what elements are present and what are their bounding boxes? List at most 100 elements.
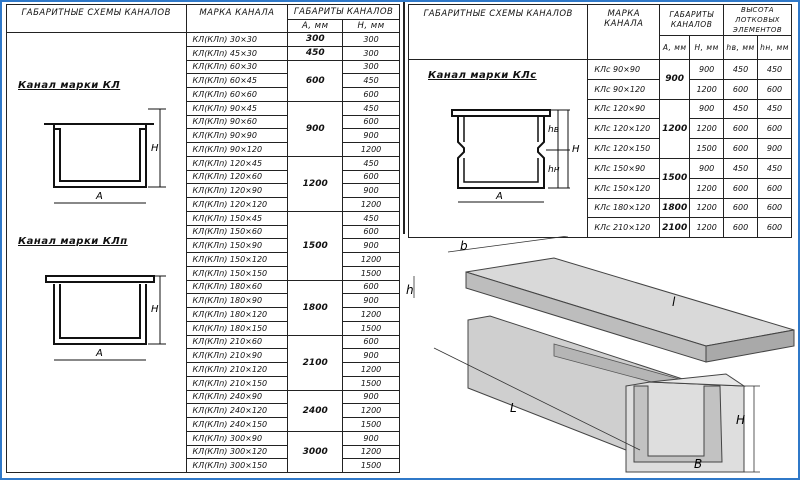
left-header-a: А, мм — [287, 19, 344, 33]
dim-hv-klc: hв — [548, 125, 559, 135]
table-row: КЛ(КЛп) 120×120 1200 — [7, 197, 400, 212]
left-a-cell: 300 — [287, 32, 344, 47]
left-h-cell: 600 — [342, 334, 400, 350]
right-header-h: Н, мм — [689, 35, 725, 60]
label-channel-klp: Канал марки КЛп — [18, 236, 128, 247]
right-mark-cell: КЛс 180×120 — [587, 197, 661, 219]
right-mark-cell: КЛс 90×120 — [587, 78, 661, 100]
left-mark-cell: КЛ(КЛп) 150×90 — [185, 238, 289, 253]
left-a-cell: 2100 — [287, 334, 344, 391]
scheme-klc-drawing: hв hн Н А — [451, 109, 580, 203]
table-row: КЛ(КЛп) 150×60 600 — [7, 224, 400, 240]
dim-b-label: b — [460, 239, 468, 253]
left-h-cell: 1200 — [342, 307, 400, 322]
left-h-cell: 900 — [342, 348, 400, 363]
right-hv-cell: 600 — [723, 197, 759, 219]
left-mark-cell: КЛ(КЛп) 300×90 — [185, 430, 289, 446]
left-h-cell: 1200 — [342, 362, 400, 377]
dim-a-klp: А — [95, 348, 103, 359]
left-header-h: Н, мм — [342, 19, 400, 33]
left-h-cell: 450 — [342, 73, 400, 88]
label-channel-klc: Канал марки КЛс — [428, 70, 537, 81]
left-mark-cell: КЛ(КЛп) 90×90 — [185, 128, 289, 143]
right-a-cell: 1200 — [659, 98, 691, 159]
left-h-cell: 1500 — [342, 417, 400, 432]
left-h-cell: 900 — [342, 430, 400, 446]
right-header-a: А, мм — [659, 35, 691, 60]
dim-h-label: h — [406, 283, 414, 297]
right-hn-cell: 600 — [757, 177, 792, 199]
left-h-cell: 900 — [342, 293, 400, 308]
left-mark-cell: КЛ(КЛп) 150×60 — [185, 224, 289, 240]
left-mark-cell: КЛ(КЛп) 90×45 — [185, 100, 289, 116]
left-mark-cell: КЛ(КЛп) 120×120 — [185, 197, 289, 212]
dim-l-bottom-label: L — [510, 401, 517, 415]
right-h-cell: 900 — [689, 157, 725, 179]
right-mark-cell: КЛс 210×120 — [587, 217, 661, 239]
label-channel-kl: Канал марки КЛ — [18, 80, 121, 91]
left-mark-cell: КЛ(КЛп) 240×90 — [185, 389, 289, 405]
right-header-hn: hн, мм — [757, 35, 792, 60]
right-header-hv: hв, мм — [723, 35, 759, 60]
left-h-cell: 600 — [342, 224, 400, 240]
left-mark-cell: КЛ(КЛп) 210×150 — [185, 375, 289, 391]
left-mark-cell: КЛ(КЛп) 300×120 — [185, 444, 289, 460]
left-a-cell: 900 — [287, 100, 344, 157]
right-a-cell: 1800 — [659, 197, 691, 219]
right-a-cell: 1500 — [659, 157, 691, 199]
right-hn-cell: 600 — [757, 197, 792, 219]
left-mark-cell: КЛ(КЛп) 300×150 — [185, 458, 289, 473]
dim-l-top-label: l — [672, 295, 676, 309]
dim-B-label: B — [694, 457, 702, 471]
left-mark-cell: КЛ(КЛп) 150×120 — [185, 252, 289, 267]
channel-3d-drawing: b h l L H B — [406, 236, 795, 473]
right-mark-cell: КЛс 120×90 — [587, 98, 661, 120]
right-h-cell: 1200 — [689, 78, 725, 100]
right-a-cell: 2100 — [659, 217, 691, 239]
right-hv-cell: 600 — [723, 78, 759, 100]
right-hn-cell: 600 — [757, 118, 792, 140]
left-h-cell: 300 — [342, 59, 400, 75]
left-a-cell: 2400 — [287, 389, 344, 432]
right-h-cell: 900 — [689, 98, 725, 120]
right-h-cell: 1200 — [689, 197, 725, 219]
left-mark-cell: КЛ(КЛп) 210×120 — [185, 362, 289, 377]
left-h-cell: 900 — [342, 128, 400, 143]
left-h-cell: 450 — [342, 100, 400, 116]
right-hv-cell: 600 — [723, 217, 759, 239]
right-hv-cell: 450 — [723, 59, 759, 80]
left-h-cell: 1200 — [342, 403, 400, 418]
dim-a-kl: А — [95, 191, 103, 202]
right-mark-cell: КЛс 120×120 — [587, 118, 661, 140]
left-mark-cell: КЛ(КЛп) 90×120 — [185, 142, 289, 157]
left-mark-cell: КЛ(КЛп) 120×60 — [185, 169, 289, 185]
scheme-kl-drawing: Н А — [44, 108, 166, 204]
left-h-cell: 1200 — [342, 197, 400, 212]
left-mark-cell: КЛ(КЛп) 60×30 — [185, 59, 289, 75]
dim-h-klc: Н — [572, 144, 580, 155]
left-h-cell: 600 — [342, 279, 400, 295]
left-h-cell: 1500 — [342, 458, 400, 473]
right-header-heights: ВЫСОТА ЛОТКОВЫХ ЭЛЕМЕНТОВ — [723, 4, 792, 36]
dim-H-label: H — [736, 413, 745, 427]
right-header-mark: МАРКА КАНАЛА — [587, 4, 661, 60]
right-hn-cell: 450 — [757, 59, 792, 80]
left-mark-cell: КЛ(КЛп) 210×60 — [185, 334, 289, 350]
right-hn-cell: 600 — [757, 78, 792, 100]
left-h-cell: 300 — [342, 32, 400, 47]
